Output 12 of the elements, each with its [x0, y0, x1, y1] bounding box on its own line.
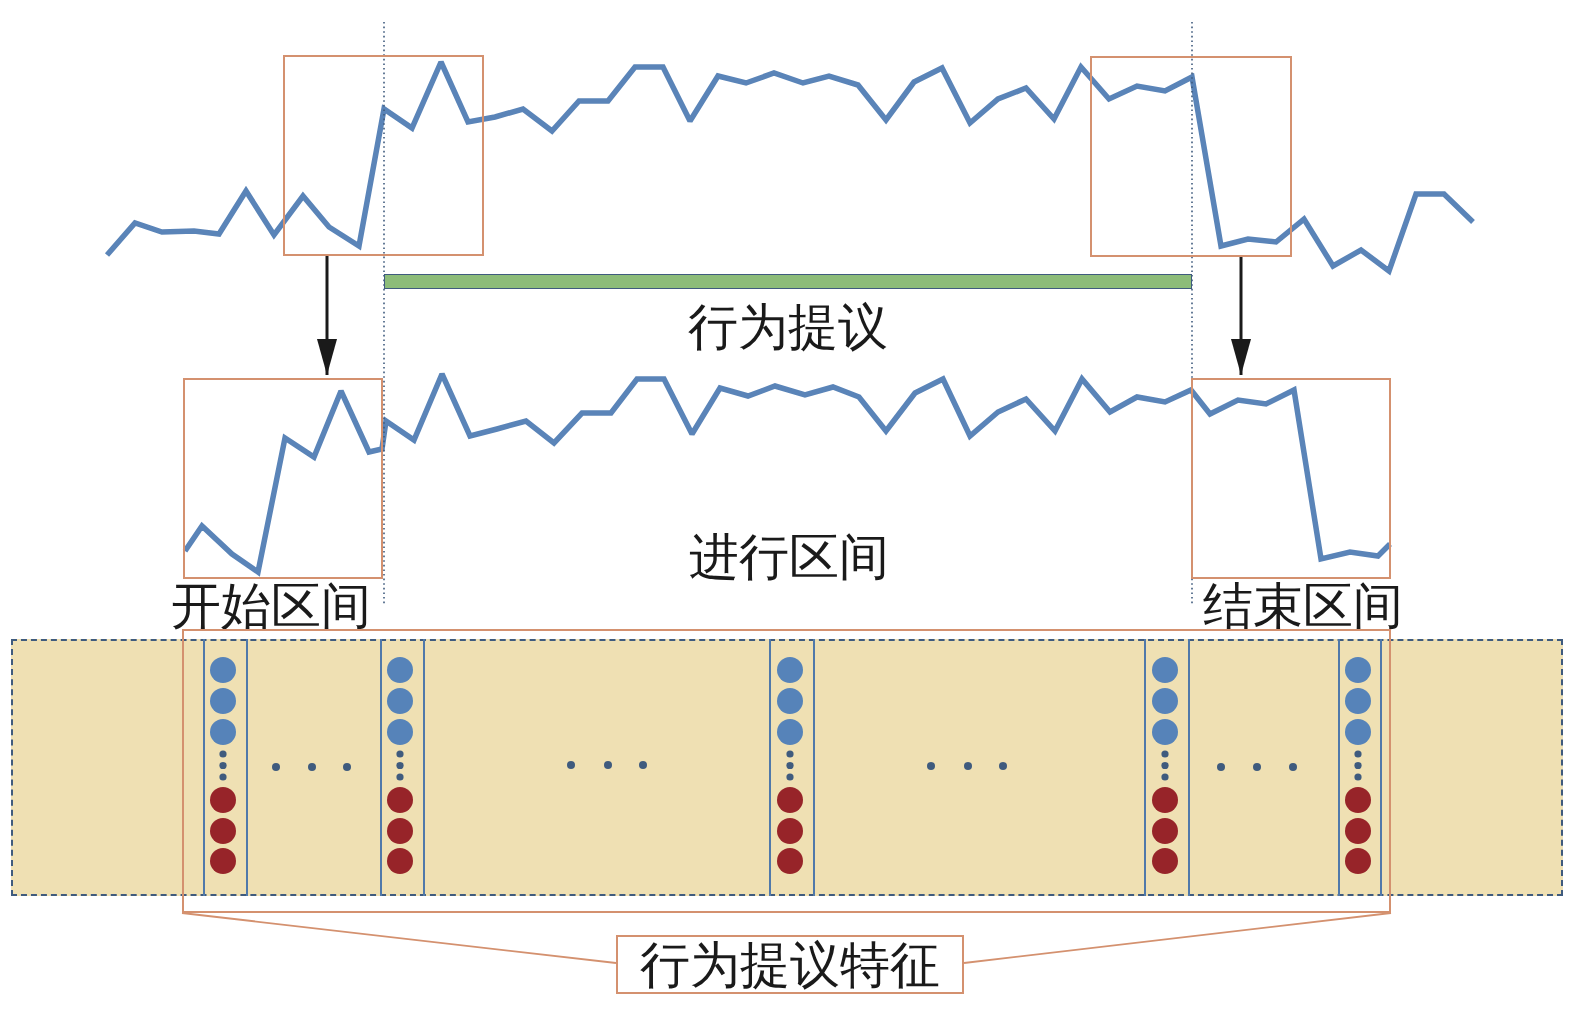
bar-label: 行为提议: [688, 302, 888, 352]
leader-line: [181, 912, 617, 964]
arrow: [1231, 257, 1251, 375]
arrow: [317, 256, 337, 375]
window-box: [283, 55, 484, 256]
window-box: [1090, 56, 1292, 257]
section-label: 进行区间: [689, 532, 889, 582]
caption-box: 行为提议特征: [616, 935, 964, 994]
leader-line: [963, 912, 1392, 964]
selection-box: [182, 629, 1391, 913]
window-label: 开始区间: [171, 581, 371, 631]
window-label: 结束区间: [1203, 581, 1403, 631]
